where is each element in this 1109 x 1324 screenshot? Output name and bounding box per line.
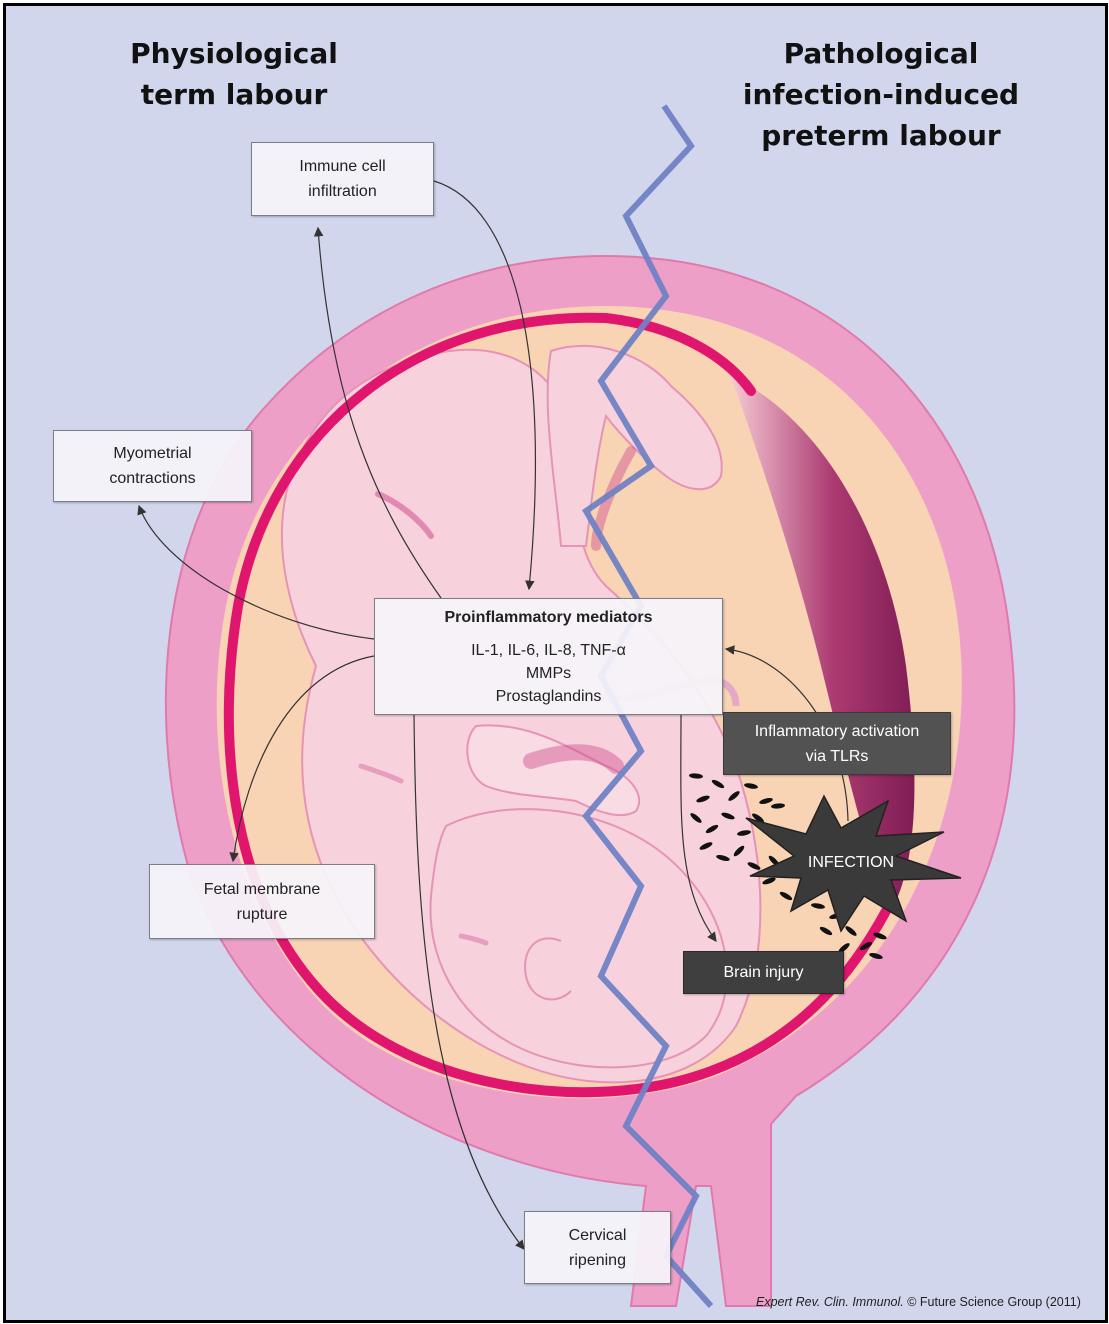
fetal-membrane-line-1: Fetal membrane	[204, 877, 321, 902]
brain-injury-box: Brain injury	[683, 951, 844, 994]
figure-frame: Physiological term labour Pathological i…	[3, 3, 1108, 1323]
fetal-membrane-line-2: rupture	[237, 902, 288, 927]
mediators-line-2: MMPs	[526, 662, 571, 685]
brain-injury-label: Brain injury	[723, 960, 803, 985]
inflammatory-line-1: Inflammatory activation	[755, 719, 920, 744]
proinflammatory-heading: Proinflammatory mediators	[444, 606, 652, 629]
title-right-line-3: preterm labour	[731, 115, 1031, 156]
figure-caption: Expert Rev. Clin. Immunol. © Future Scie…	[756, 1295, 1081, 1309]
cervical-line-2: ripening	[569, 1248, 626, 1273]
mediators-line-3: Prostaglandins	[496, 685, 602, 708]
title-left-line-1: Physiological	[114, 33, 354, 74]
fetal-membrane-rupture-box: Fetal membrane rupture	[149, 864, 375, 939]
title-left-line-2: term labour	[114, 74, 354, 115]
cervical-line-1: Cervical	[569, 1223, 627, 1248]
myometrial-line-2: contractions	[109, 466, 195, 491]
myometrial-contractions-box: Myometrial contractions	[53, 430, 252, 502]
infection-label: INFECTION	[786, 854, 916, 872]
caption-journal: Expert Rev. Clin. Immunol.	[756, 1295, 904, 1309]
caption-rights: © Future Science Group (2011)	[907, 1295, 1081, 1309]
title-right-line-1: Pathological	[731, 33, 1031, 74]
immune-cell-line-2: infiltration	[308, 179, 376, 204]
inflammatory-activation-box: Inflammatory activation via TLRs	[723, 712, 951, 775]
myometrial-line-1: Myometrial	[113, 441, 191, 466]
cervical-ripening-box: Cervical ripening	[524, 1211, 671, 1284]
immune-cell-infiltration-box: Immune cell infiltration	[251, 142, 434, 216]
immune-cell-line-1: Immune cell	[299, 154, 385, 179]
title-pathological: Pathological infection-induced preterm l…	[731, 33, 1031, 156]
mediators-line-1: IL-1, IL-6, IL-8, TNF-α	[471, 639, 626, 662]
title-physiological: Physiological term labour	[114, 33, 354, 115]
proinflammatory-mediators-box: Proinflammatory mediators IL-1, IL-6, IL…	[374, 598, 723, 715]
inflammatory-line-2: via TLRs	[806, 744, 869, 769]
title-right-line-2: infection-induced	[731, 74, 1031, 115]
